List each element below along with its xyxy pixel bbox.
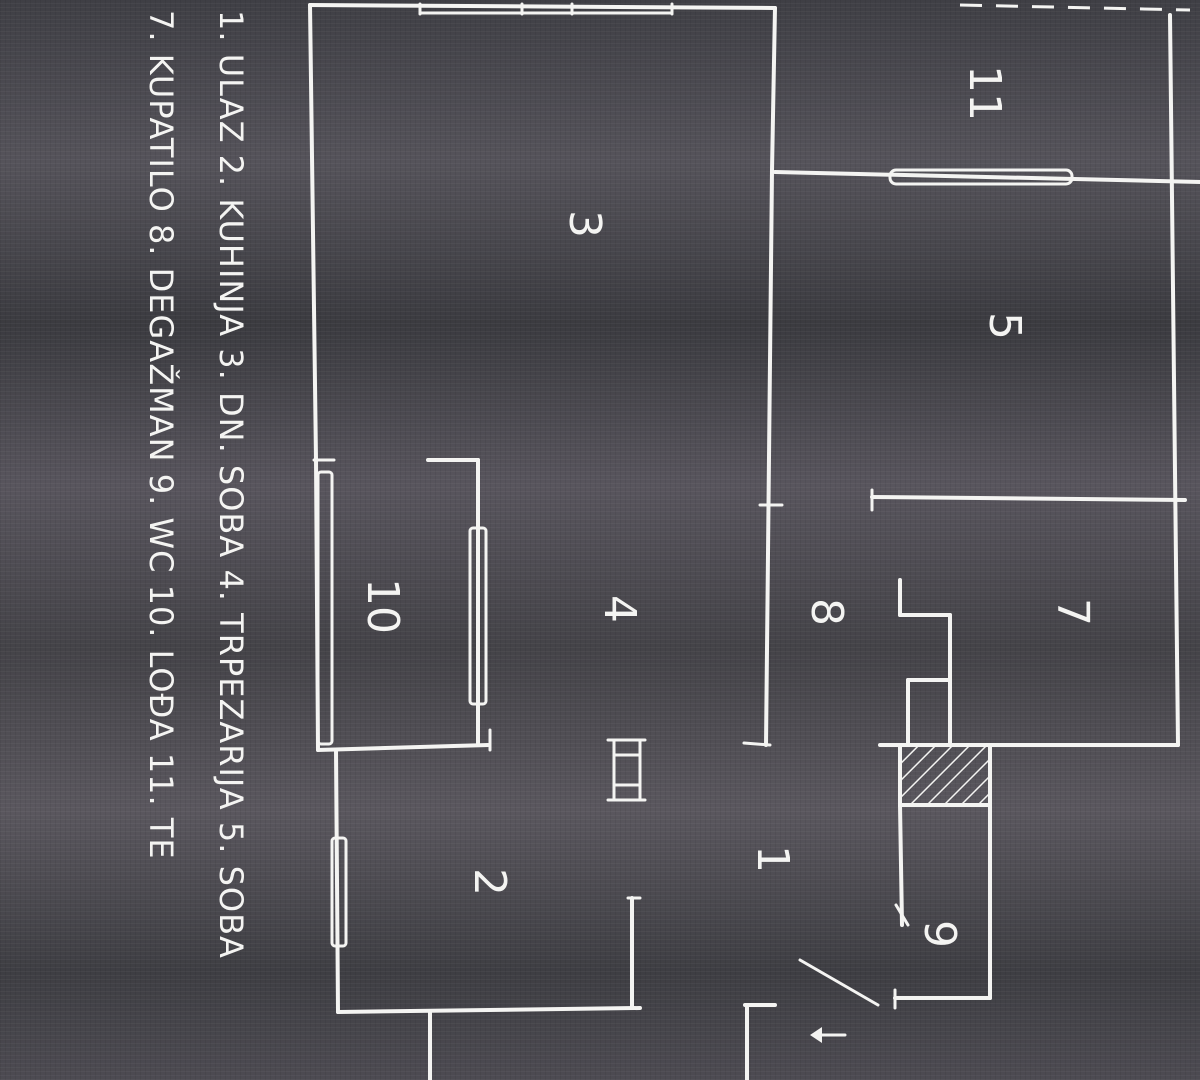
room-label-9: 9 [914,920,965,948]
room-label-11: 11 [959,65,1010,121]
dashed-boundary-line [959,3,1191,12]
wall-room-10 [312,458,492,752]
wall-room-3 [308,3,777,462]
wall-room-8-7 [898,578,952,747]
wall-room-3-4-divider [764,168,774,747]
room-label-4: 4 [594,595,645,623]
room-label-7: 7 [1047,598,1098,626]
entry-arrow-icon [810,1027,847,1043]
dining-table-icon [606,738,647,802]
room-label-10: 10 [357,578,408,634]
room-label-5: 5 [979,312,1030,340]
wall-room-2 [330,748,642,1080]
room-label-2: 2 [464,868,515,896]
ventilation-shaft [898,743,992,807]
wall-entrance [743,1003,777,1080]
wall-room-5-7 [870,488,1187,512]
room-label-8: 8 [801,598,852,626]
wall-room-9 [893,803,992,1000]
room-label-1: 1 [747,845,798,873]
window-top [418,2,674,16]
wall-room-11-5 [773,168,1200,186]
wall-tick [742,741,772,747]
wall-outer-right [1168,13,1180,747]
room-label-3: 3 [559,210,610,238]
legend-line-1: 1. ULAZ 2. KUHINJA 3. DN. SOBA 4. TRPEZA… [212,10,250,959]
entrance-door[interactable] [798,958,897,1010]
legend-line-2: 7. KUPATILO 8. DEGAŽMAN 9. WC 10. LOĐA 1… [142,10,180,860]
